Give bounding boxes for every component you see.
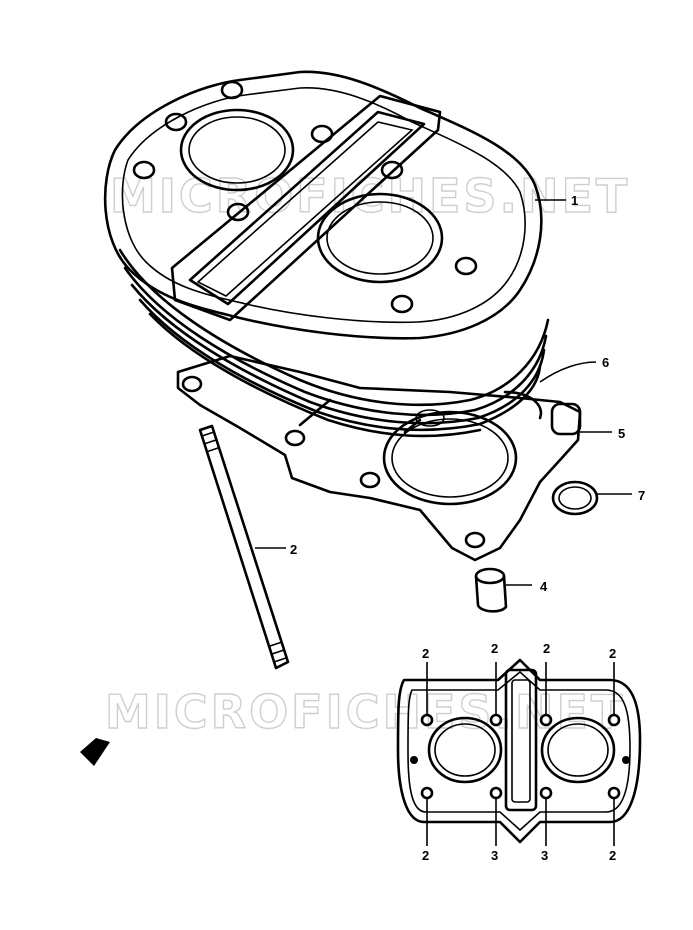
- inset-label-bottom-1: 2: [422, 848, 429, 863]
- callout-dowel-pin: 4: [540, 579, 548, 594]
- cylinder-block: [103, 70, 550, 438]
- callout-gasket: 5: [618, 426, 625, 441]
- inset-label-top-4: 2: [609, 646, 616, 661]
- watermark-top: MICROFICHES.NET: [110, 169, 630, 223]
- inset-label-top-3: 2: [543, 641, 550, 656]
- watermark-bottom: MICROFICHES.NET: [105, 685, 625, 739]
- inset-label-top-1: 2: [422, 646, 429, 661]
- cylinder-base-gasket: [176, 354, 582, 562]
- leader-lines: [255, 199, 632, 586]
- callout-stud-bolt: 2: [290, 542, 297, 557]
- dowel-pin: [474, 567, 508, 613]
- inset-label-top-2: 2: [491, 641, 498, 656]
- o-ring-large: [503, 390, 543, 420]
- inset-label-bottom-3: 3: [541, 848, 548, 863]
- callout-o-ring-small: 7: [638, 488, 645, 503]
- front-arrow-icon: [80, 738, 110, 766]
- callout-o-ring-large: 6: [602, 355, 609, 370]
- stud-bolt: [198, 424, 290, 670]
- o-ring-small: [551, 480, 599, 516]
- head-bolt-layout-inset: [396, 658, 642, 846]
- inset-label-bottom-2: 3: [491, 848, 498, 863]
- callout-cylinder: 1: [571, 193, 578, 208]
- inset-label-bottom-4: 2: [609, 848, 616, 863]
